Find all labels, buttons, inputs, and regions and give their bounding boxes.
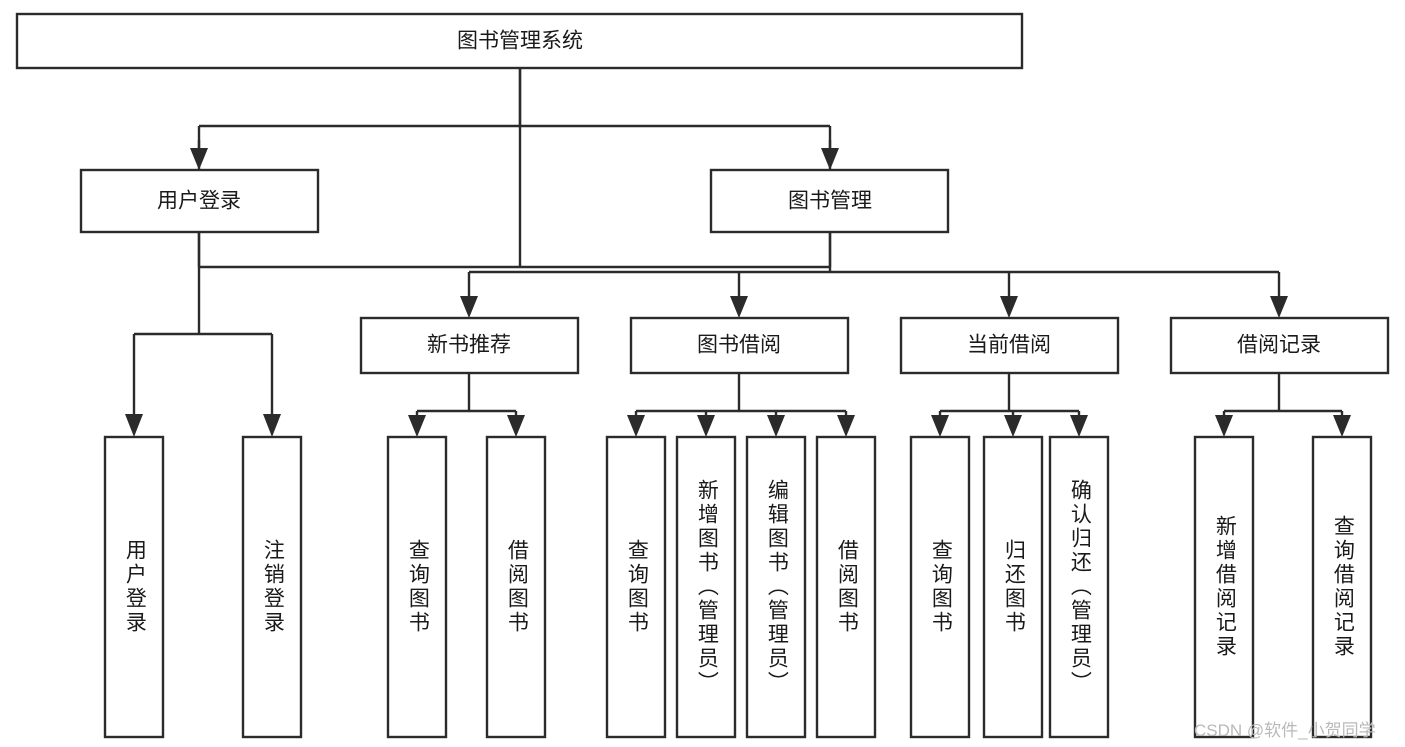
node-label-book-management: 图书管理	[788, 190, 872, 213]
arrow-to-book-management	[821, 148, 839, 170]
leaf-label-borrow-book-2: 借阅图书	[835, 539, 859, 635]
node-label-new-book-recommend: 新书推荐	[427, 334, 511, 357]
leaf-label-query-book-2: 查询图书	[625, 539, 649, 635]
leaf-label-add-record: 新增借阅记录	[1213, 515, 1237, 659]
leaf-box-user-login	[103, 435, 165, 739]
leaf-boxes[interactable]	[103, 435, 1373, 739]
leaf-box-user-logout	[241, 435, 303, 739]
arrow-to-current-borrow	[1000, 296, 1018, 318]
leaf-label-edit-book: 编辑图书（管理员）	[765, 479, 789, 695]
node-label-borrow-record: 借阅记录	[1237, 334, 1321, 357]
watermark: CSDN @软件_小贺同学	[1194, 721, 1376, 740]
leaf-box-query-record	[1311, 435, 1373, 739]
node-borrow-record[interactable]	[1169, 316, 1390, 375]
node-root[interactable]	[15, 12, 1024, 70]
connectors-user-login-leaves	[125, 232, 281, 437]
node-label-current-borrow: 当前借阅	[967, 334, 1051, 357]
leaf-label-user-login: 用户登录	[123, 539, 147, 635]
leaf-label-query-book-3: 查询图书	[929, 539, 953, 635]
node-label-book-borrow: 图书借阅	[697, 334, 781, 357]
connectors-borrow-record-leaves	[1215, 373, 1351, 437]
leaf-label-query-record: 查询借阅记录	[1331, 515, 1355, 659]
leaf-box-add-record	[1193, 435, 1255, 739]
connectors-current-borrow-leaves	[931, 373, 1088, 437]
leaf-label-user-logout: 注销登录	[261, 539, 285, 635]
connectors-level2	[460, 232, 1288, 318]
arrow-to-user-login	[190, 148, 208, 170]
node-label-user-login: 用户登录	[157, 190, 241, 213]
leaf-label-borrow-book-1: 借阅图书	[505, 539, 529, 635]
connectors-level1	[190, 68, 839, 170]
node-book-borrow[interactable]	[629, 316, 850, 375]
leaf-label-add-book: 新增图书（管理员）	[695, 479, 719, 695]
arrow-to-book-borrow	[730, 296, 748, 318]
connectors-book-borrow-leaves	[627, 373, 855, 437]
leaf-box-query-book-2	[605, 435, 667, 739]
arrow-to-new-book-recommend	[460, 296, 478, 318]
arrow-to-borrow-record	[1270, 296, 1288, 318]
leaf-box-return-book	[982, 435, 1044, 739]
leaf-label-query-book-1: 查询图书	[406, 539, 430, 635]
connector-layer	[197, 68, 832, 269]
connectors-new-book-leaves	[408, 373, 525, 437]
node-current-borrow[interactable]	[899, 316, 1120, 375]
leaf-label-confirm-return: 确认归还（管理员）	[1068, 479, 1092, 695]
leaf-box-borrow-book-1	[485, 435, 547, 739]
node-book-management[interactable]	[709, 168, 950, 234]
leaf-box-add-book	[675, 435, 737, 739]
node-new-book-recommend[interactable]	[359, 316, 580, 375]
leaf-box-query-book-3	[909, 435, 971, 739]
root-label: 图书管理系统	[457, 30, 583, 53]
leaf-label-return-book: 归还图书	[1002, 539, 1026, 635]
leaf-box-confirm-return	[1048, 435, 1110, 739]
leaf-box-borrow-book-2	[815, 435, 877, 739]
